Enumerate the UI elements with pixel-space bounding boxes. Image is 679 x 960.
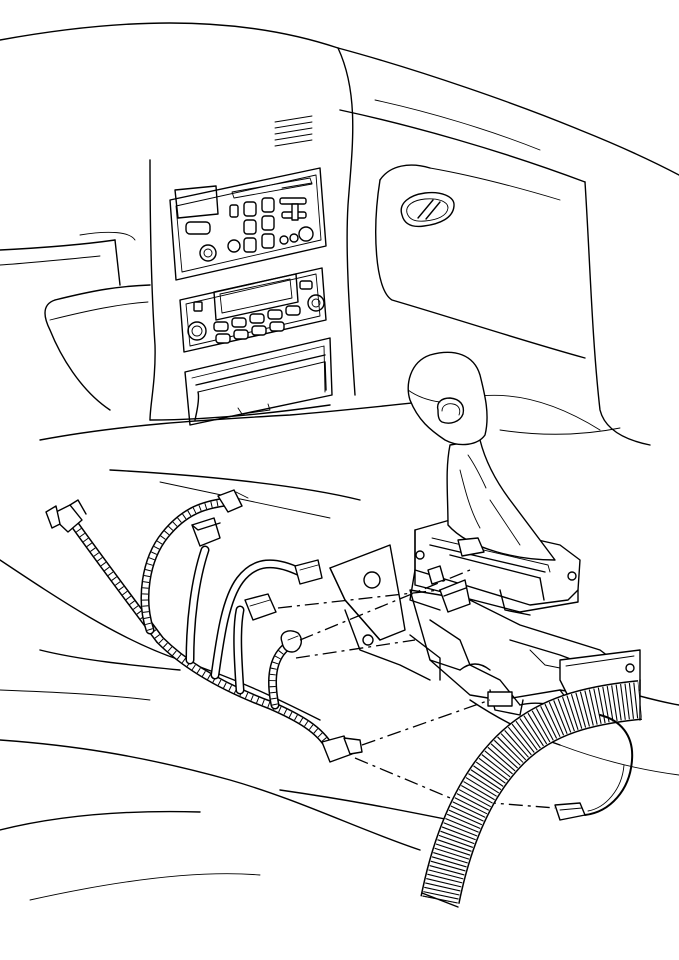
corrugated-conduit (420, 679, 643, 908)
hvac-control-panel (169, 167, 327, 281)
floor-console-bin (184, 337, 333, 426)
connection-lines (277, 569, 556, 809)
instrument-panel (0, 22, 679, 446)
wiring-harness (70, 497, 335, 753)
shift-knob (407, 351, 488, 446)
shift-boot (446, 439, 556, 561)
radio (179, 267, 327, 353)
dash-vent (400, 191, 455, 228)
electrical-connectors (45, 489, 586, 821)
